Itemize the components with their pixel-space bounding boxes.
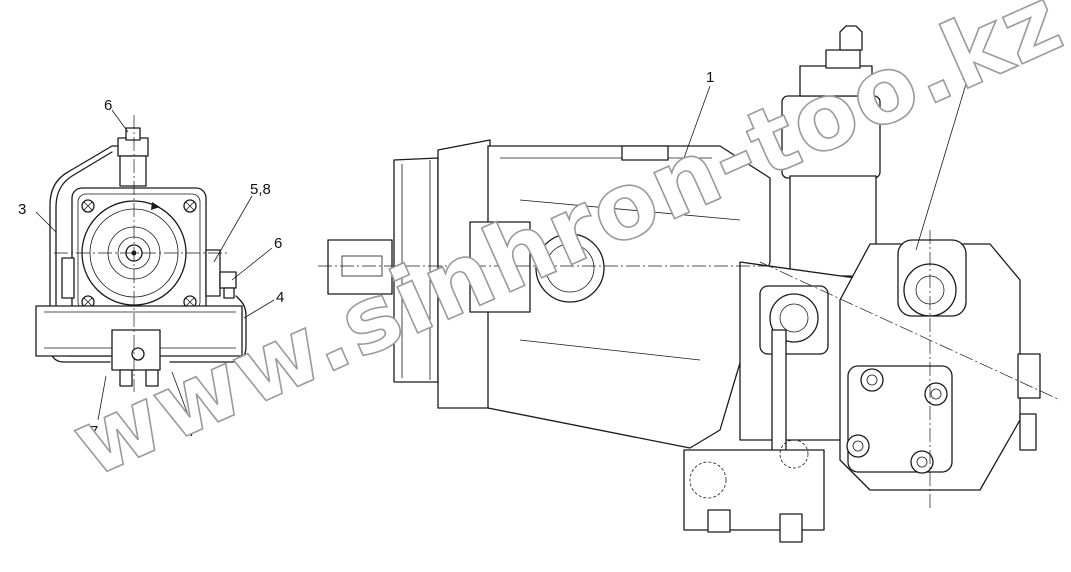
port-nut-inner	[779, 303, 809, 333]
leader-7b	[171, 371, 191, 421]
regulator-screw	[839, 25, 863, 51]
leader-6b	[231, 247, 273, 281]
right-fitting-nut	[223, 287, 235, 299]
pipe-left-outer	[49, 145, 113, 363]
callout-5-8: 5,8	[250, 181, 271, 198]
leader-3	[35, 211, 57, 233]
centerline-angled	[759, 261, 1061, 401]
valve-plug	[131, 347, 145, 361]
side-port-left	[61, 257, 75, 299]
callouts: 6 3 5,8 6 4 7 7 1 2	[18, 67, 970, 440]
callout-2: 2	[962, 67, 970, 84]
callout-7-right: 7	[188, 423, 196, 440]
hidden-port-left	[689, 461, 727, 499]
second-pump-fitting	[1017, 353, 1041, 399]
callout-1: 1	[706, 69, 714, 86]
flange-bolts	[81, 199, 197, 309]
fitting-7b	[145, 369, 159, 387]
bottom-plug-right	[779, 513, 803, 543]
right-fitting	[219, 271, 237, 289]
hidden-port-right	[779, 439, 809, 469]
callout-6-right: 6	[274, 235, 282, 252]
second-pump-plug	[1019, 413, 1037, 451]
leader-4	[243, 299, 275, 319]
rotation-arrowhead	[151, 202, 160, 210]
housing-top-boss	[621, 145, 669, 161]
callout-4: 4	[276, 289, 284, 306]
leader-58	[213, 195, 253, 263]
end-view	[35, 109, 275, 421]
fitting-7a	[119, 369, 133, 387]
callout-7-left: 7	[90, 423, 98, 440]
side-view	[318, 25, 1061, 543]
leader-2	[915, 83, 967, 251]
top-boss	[119, 155, 147, 187]
housing-contours	[500, 157, 741, 361]
pipe-right	[169, 295, 247, 363]
callout-6-top: 6	[104, 97, 112, 114]
drive-shaft	[327, 239, 393, 295]
side-cover	[469, 221, 531, 313]
top-fitting	[117, 137, 149, 157]
leader-1	[675, 85, 711, 181]
bottom-plug-left	[707, 509, 731, 533]
housing-port-inner	[545, 243, 595, 293]
leader-7a	[97, 375, 107, 421]
mount-flange-lines	[401, 160, 431, 380]
side-port-right	[205, 249, 221, 297]
second-pump-bolts	[846, 368, 948, 474]
callout-3: 3	[18, 201, 26, 218]
leader-6a	[111, 109, 129, 133]
top-fitting-nut	[125, 127, 141, 141]
